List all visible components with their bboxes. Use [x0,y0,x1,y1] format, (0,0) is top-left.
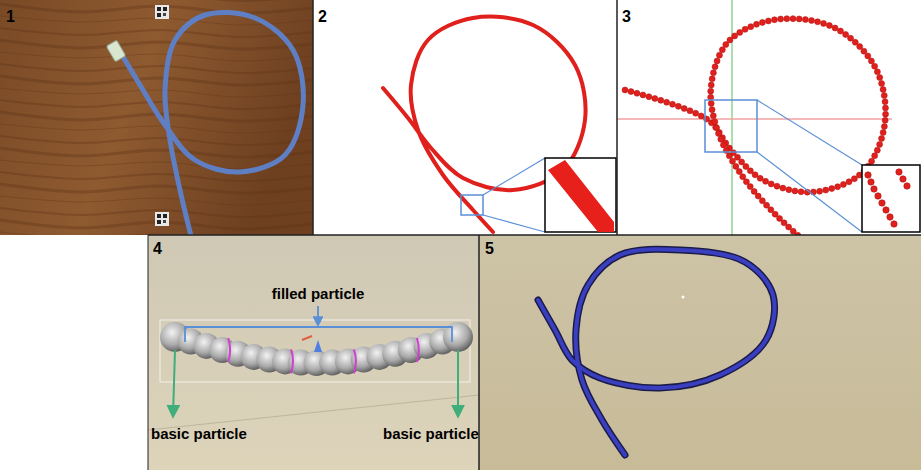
panel-number: 5 [485,241,494,257]
panel-number: 2 [318,9,327,25]
panel-number: 1 [6,9,15,25]
panel-number: 3 [622,9,631,25]
part-label: filled particle [272,286,365,301]
part-label: basic particle [383,426,479,441]
part-label: basic particle [151,426,247,441]
panel-number: 4 [153,241,162,257]
photo-panel [0,0,313,235]
